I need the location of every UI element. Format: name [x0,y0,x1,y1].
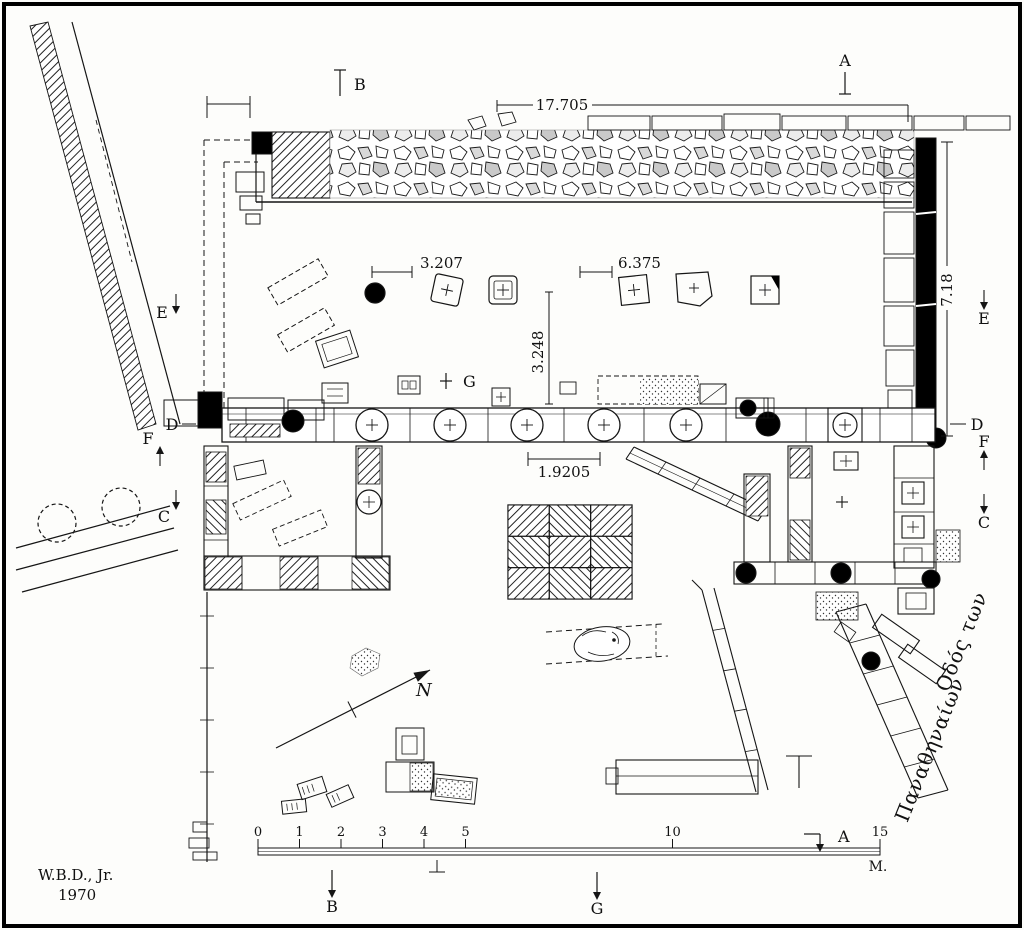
statue-sketch [545,623,669,665]
south-row-east [733,561,941,621]
dimension-intercolumniation [527,452,601,466]
section-marker-a-top [839,72,851,95]
stoa-west-dashed-outline [203,139,265,428]
scattered-blocks [280,647,759,815]
section-label-b-bottom: B [326,897,338,916]
section-label-g-bottom: G [591,899,604,918]
section-marker-f-left [156,446,164,466]
signature-initials: W.B.D., Jr. [38,866,113,884]
dim-top-width-label: 17.705 [536,96,589,114]
scale-tick-3: 3 [378,825,386,840]
section-label-f-left: F [142,429,153,448]
scale-bar [257,839,881,873]
section-marker-g-bottom [593,872,601,900]
section-marker-c-left [172,490,180,510]
paved-floor [507,504,633,600]
section-marker-c-right [980,494,988,514]
dimension-right-depth [941,141,953,437]
diagonal-wall [625,446,771,793]
north-arrow [275,669,431,749]
east-wall [883,137,947,449]
section-label-d-left: D [166,415,179,434]
section-label-e-left: E [156,303,168,322]
dim-right-depth-label: 7.18 [938,273,956,306]
scale-unit-label: M. [869,859,888,875]
north-wall [251,111,1011,203]
scale-tick-0: 0 [254,825,262,840]
section-marker-e-left [172,294,180,314]
fallen-blocks-west [267,258,360,404]
section-marker-f-right [980,450,988,470]
dim-interior-depth-label: 3.248 [529,331,547,374]
west-rooms [203,445,391,591]
dimension-base-left [371,266,413,278]
section-label-f-right: F [978,432,989,451]
north-label: N [415,680,433,701]
section-marker-b-top [334,69,346,96]
section-label-g-mid: G [463,372,476,391]
dim-base-right-label: 6.375 [618,254,661,272]
scale-tick-15: 15 [872,825,889,840]
scale-tick-2: 2 [337,825,345,840]
section-label-e-right: E [978,309,990,328]
section-label-a-bottom: A [837,827,850,846]
colonnade-band [163,375,936,443]
section-marker-g-mid [440,373,452,389]
section-label-b-top: B [354,75,366,94]
scale-tick-4: 4 [420,825,428,840]
section-marker-e-right [980,290,988,310]
neighbor-structure-west [15,21,181,593]
section-label-c-right: C [978,513,990,532]
street-steps [786,603,949,799]
dim-base-left-label: 3.207 [420,254,463,272]
section-label-d-right: D [971,415,984,434]
dimension-base-right [579,266,613,278]
east-rooms [787,445,961,569]
dimension-interior-depth [545,291,553,405]
section-marker-a-bottom [804,833,824,852]
section-label-a-top: A [838,51,851,70]
west-boundary-line [188,592,218,862]
section-label-c-left: C [158,507,170,526]
scale-tick-5: 5 [461,825,469,840]
interior-bases [364,271,780,307]
dim-intercolumniation-label: 1.9205 [538,463,591,481]
scale-tick-10: 10 [664,825,681,840]
signature-year: 1970 [58,886,96,904]
section-marker-b-bottom [328,870,336,898]
scale-tick-1: 1 [295,825,303,840]
dimension-top-width [206,96,909,122]
